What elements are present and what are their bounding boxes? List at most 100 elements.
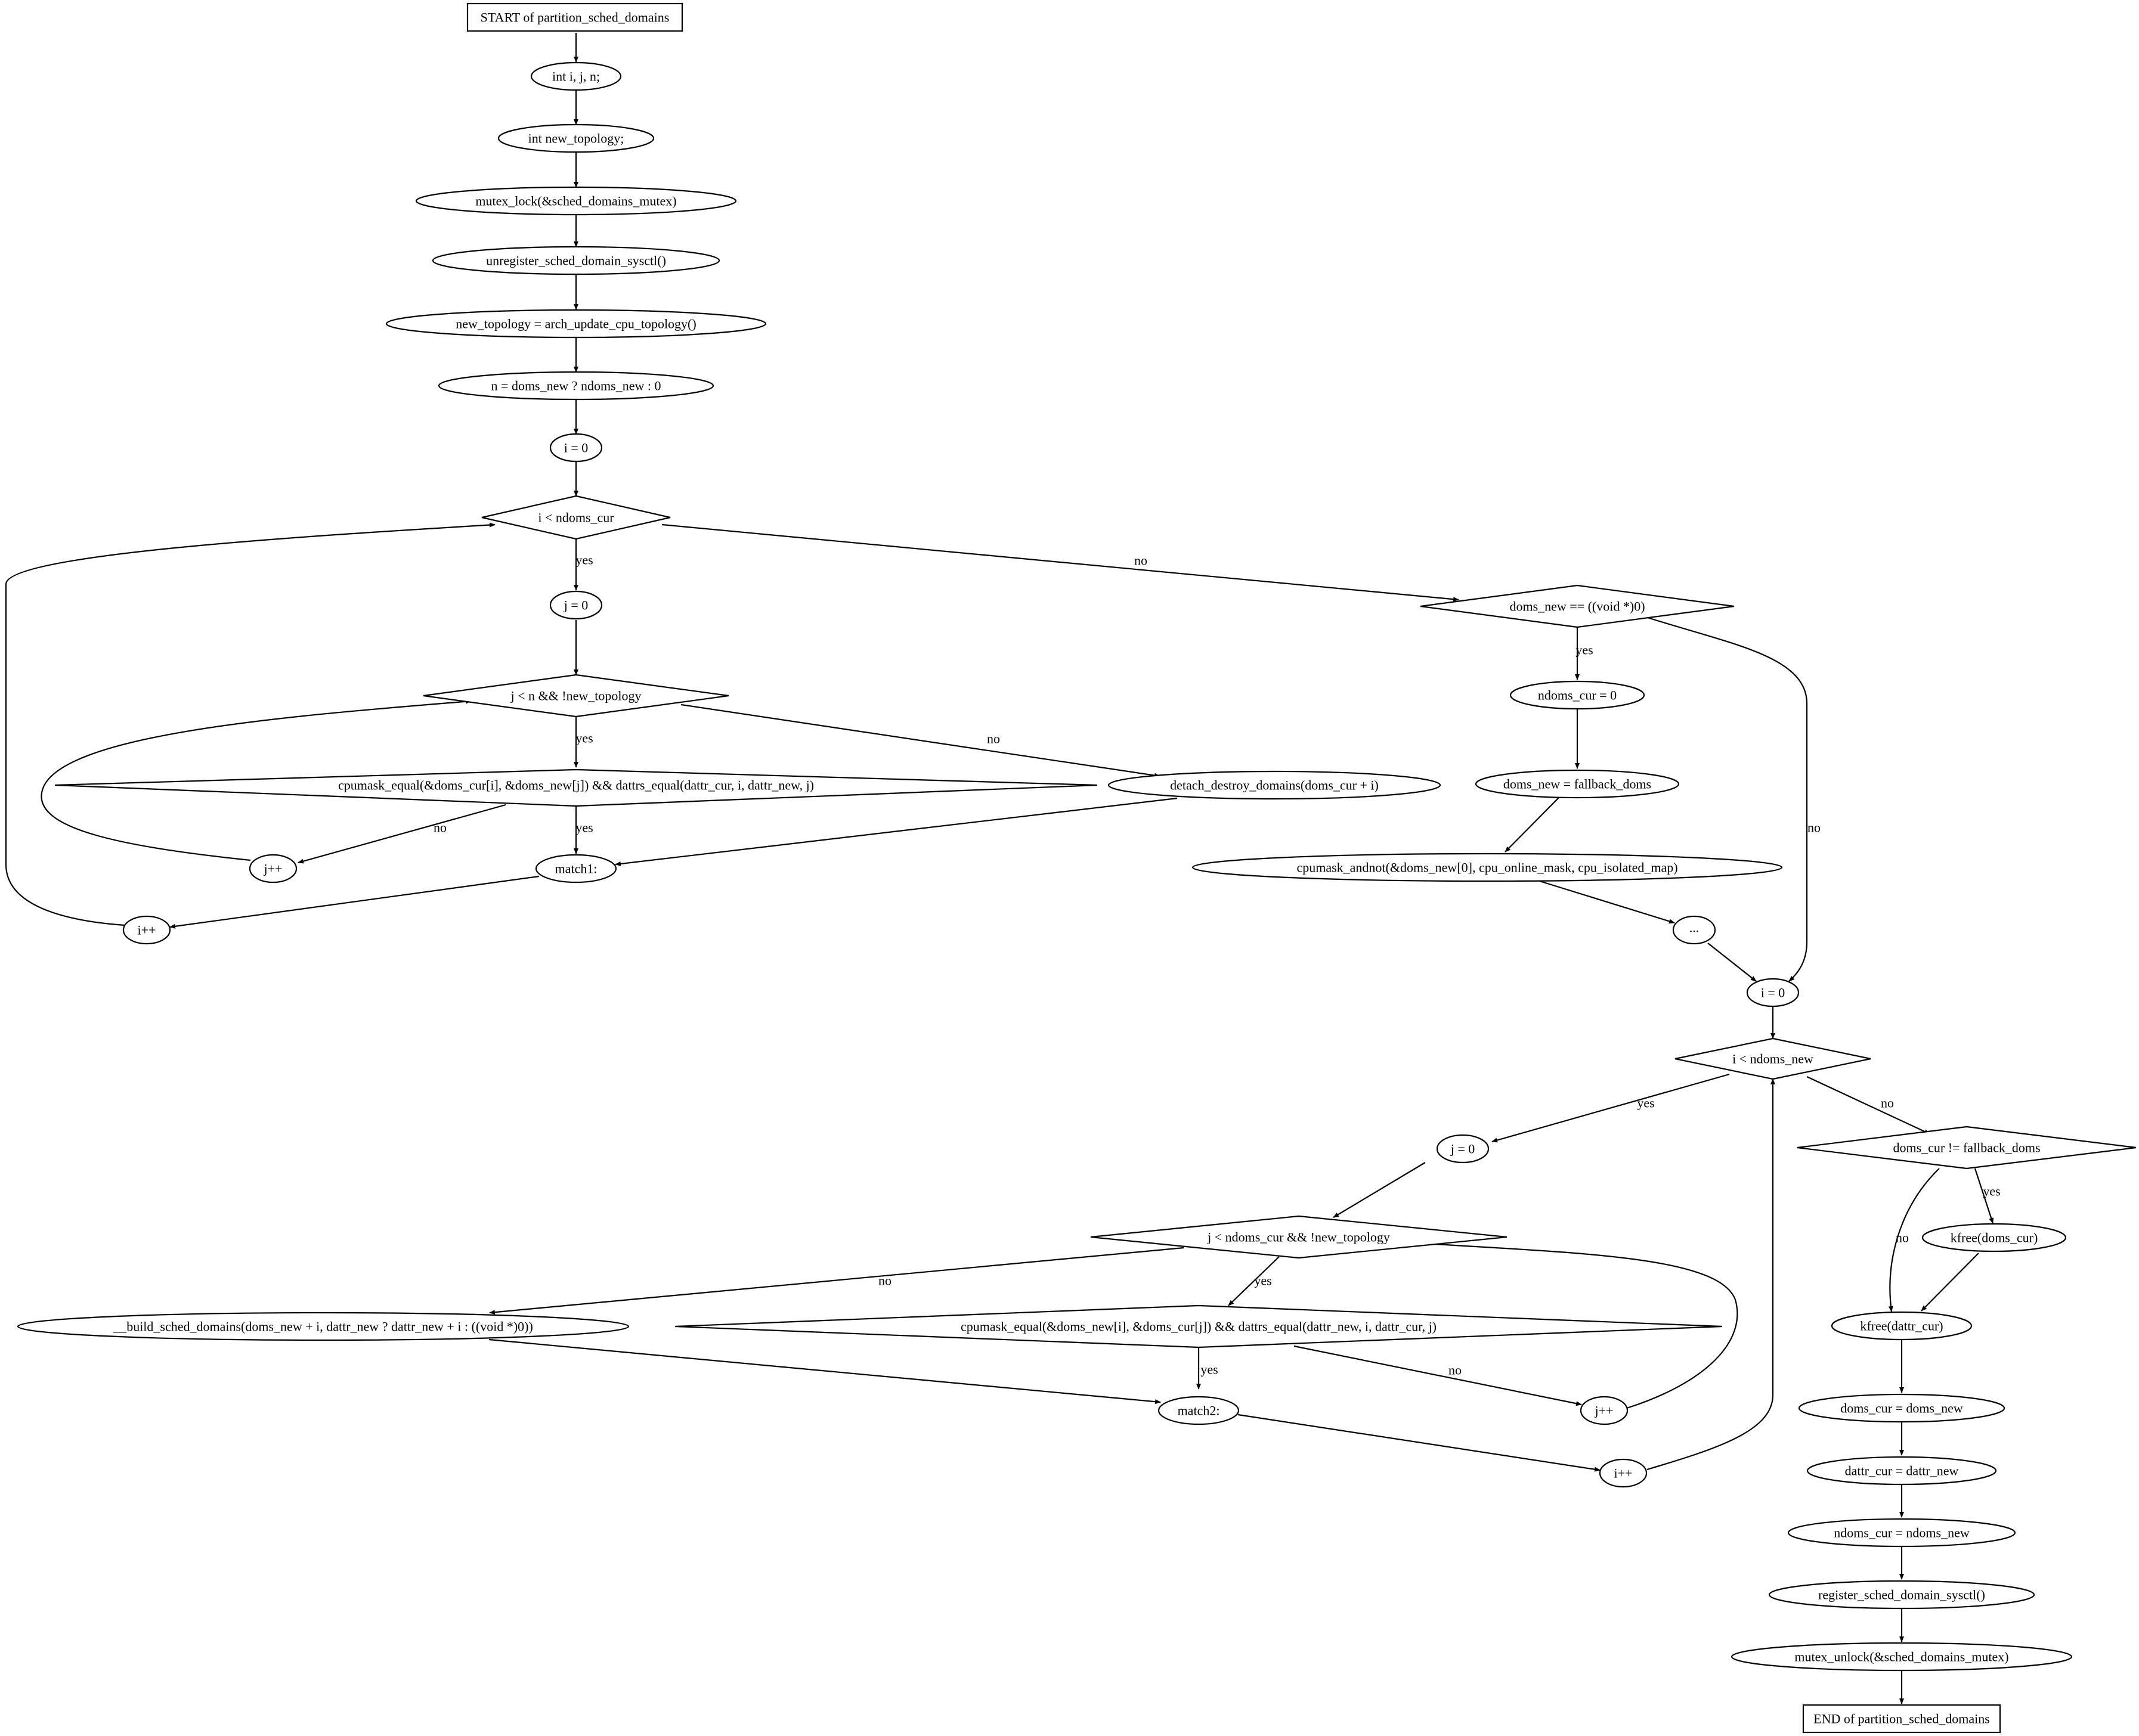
svg-text:i = 0: i = 0 bbox=[1761, 985, 1785, 1000]
edge-jppb-loop bbox=[1382, 1238, 1738, 1409]
node-cond-doms-null: doms_new == ((void *)0) bbox=[1420, 584, 1735, 628]
svg-text:int i, j, n;: int i, j, n; bbox=[552, 69, 600, 84]
edge-match1-to-ipp bbox=[169, 875, 540, 929]
edge-jpp-loop bbox=[41, 699, 472, 861]
node-decl-ijn: int i, j, n; bbox=[530, 61, 622, 91]
node-cond-eq1: cpumask_equal(&doms_cur[i], &doms_new[j]… bbox=[54, 768, 1098, 807]
edge-cond-jcur-yes bbox=[1228, 1256, 1280, 1306]
node-doms-cur-assign: doms_cur = doms_new bbox=[1798, 1393, 2005, 1423]
edge-labels: yes no yes no no yes yes no yes no yes n… bbox=[434, 553, 2001, 1378]
label-cond-eq2-no: no bbox=[1448, 1363, 1462, 1378]
svg-text:n = doms_new ? ndoms_new : 0: n = doms_new ? ndoms_new : 0 bbox=[491, 379, 661, 393]
svg-text:cpumask_equal(&doms_cur[i], &d: cpumask_equal(&doms_cur[i], &doms_new[j]… bbox=[338, 778, 814, 793]
label-cond-j-no: no bbox=[987, 731, 1000, 746]
svg-text:END of partition_sched_domains: END of partition_sched_domains bbox=[1813, 1712, 1990, 1726]
edge-cond-eq1-no bbox=[298, 804, 506, 864]
node-kfree-dattr: kfree(dattr_cur) bbox=[1831, 1311, 1973, 1341]
label-cond-eq2-yes: yes bbox=[1200, 1362, 1218, 1377]
edge-ellipsis-to-i0b bbox=[1707, 943, 1757, 982]
node-jpp-a: j++ bbox=[249, 854, 298, 884]
edge-cond-inew-no bbox=[1806, 1076, 1930, 1134]
node-cond-j-n: j < n && !new_topology bbox=[423, 674, 729, 718]
label-cond-i-yes: yes bbox=[575, 553, 593, 568]
node-mutex-unlock: mutex_unlock(&sched_domains_mutex) bbox=[1731, 1642, 2073, 1672]
label-cond-eq1-no: no bbox=[434, 820, 447, 835]
svg-text:i < ndoms_cur: i < ndoms_cur bbox=[538, 510, 614, 525]
svg-text:j < n && !new_topology: j < n && !new_topology bbox=[510, 689, 642, 703]
edge-cond-fb-yes bbox=[1974, 1168, 1994, 1224]
svg-text:dattr_cur = dattr_new: dattr_cur = dattr_new bbox=[1845, 1464, 1959, 1478]
node-mutex-lock: mutex_lock(&sched_domains_mutex) bbox=[415, 186, 737, 216]
svg-text:j = 0: j = 0 bbox=[1450, 1142, 1475, 1157]
svg-text:match2:: match2: bbox=[1178, 1403, 1220, 1418]
node-match1: match1: bbox=[535, 854, 617, 884]
label-cond-fb-yes: yes bbox=[1983, 1184, 2000, 1199]
label-cond-inew-yes: yes bbox=[1637, 1096, 1654, 1111]
node-i0-b: i = 0 bbox=[1746, 978, 1800, 1008]
svg-text:ndoms_cur = 0: ndoms_cur = 0 bbox=[1538, 688, 1617, 703]
node-ndoms-cur0: ndoms_cur = 0 bbox=[1509, 680, 1645, 710]
node-cond-j-ndoms-cur: j < ndoms_cur && !new_topology bbox=[1090, 1215, 1507, 1259]
svg-text:ndoms_cur = ndoms_new: ndoms_cur = ndoms_new bbox=[1834, 1526, 1970, 1540]
edge-fallback-to-andnot bbox=[1505, 797, 1559, 852]
edge-cond-i-no bbox=[661, 523, 1459, 602]
node-cond-eq2: cpumask_equal(&doms_new[i], &doms_cur[j]… bbox=[674, 1304, 1723, 1348]
node-cond-fallback: doms_cur != fallback_doms bbox=[1797, 1126, 2137, 1170]
svg-text:kfree(doms_cur): kfree(doms_cur) bbox=[1951, 1230, 2038, 1245]
edge-build-to-match2 bbox=[488, 1338, 1161, 1405]
node-n-assign: n = doms_new ? ndoms_new : 0 bbox=[438, 371, 714, 401]
svg-text:cpumask_equal(&doms_new[i], &d: cpumask_equal(&doms_new[i], &doms_cur[j]… bbox=[961, 1319, 1437, 1334]
label-cond-j-yes: yes bbox=[575, 731, 593, 746]
edges bbox=[5, 33, 1994, 1704]
svg-text:mutex_unlock(&sched_domains_mu: mutex_unlock(&sched_domains_mutex) bbox=[1794, 1650, 2008, 1664]
edge-cond-fb-no bbox=[1888, 1168, 1940, 1312]
node-ndoms-cur-assign: ndoms_cur = ndoms_new bbox=[1787, 1518, 2016, 1548]
node-andnot: cpumask_andnot(&doms_new[0], cpu_online_… bbox=[1191, 852, 1783, 882]
svg-text:doms_cur = doms_new: doms_cur = doms_new bbox=[1840, 1401, 1963, 1416]
edge-j0b-to-cond-jcur bbox=[1333, 1162, 1426, 1218]
svg-text:j++: j++ bbox=[1595, 1403, 1614, 1418]
node-cond-i-ndoms-new: i < ndoms_new bbox=[1674, 1037, 1871, 1080]
edge-cond-null-no bbox=[1645, 616, 1808, 982]
svg-text:j++: j++ bbox=[264, 861, 283, 876]
svg-text:doms_cur != fallback_doms: doms_cur != fallback_doms bbox=[1893, 1140, 2040, 1155]
node-match2: match2: bbox=[1157, 1396, 1240, 1425]
node-new-topology: new_topology = arch_update_cpu_topology(… bbox=[385, 309, 767, 339]
node-j0-b: j = 0 bbox=[1436, 1134, 1490, 1164]
edge-ippb-loop bbox=[1646, 1078, 1775, 1471]
node-fallback: doms_new = fallback_doms bbox=[1475, 769, 1680, 799]
svg-text:i = 0: i = 0 bbox=[564, 441, 589, 455]
node-ellipsis: ... bbox=[1672, 915, 1716, 945]
node-j0-a: j = 0 bbox=[549, 590, 603, 620]
node-kfree-doms: kfree(doms_cur) bbox=[1921, 1223, 2067, 1253]
svg-text:doms_new = fallback_doms: doms_new = fallback_doms bbox=[1503, 777, 1651, 792]
edge-cond-j-no bbox=[680, 703, 1160, 778]
label-cond-i-no: no bbox=[1134, 553, 1147, 568]
svg-text:int new_topology;: int new_topology; bbox=[528, 131, 624, 146]
svg-text:i++: i++ bbox=[1614, 1466, 1633, 1481]
svg-text:detach_destroy_domains(doms_cu: detach_destroy_domains(doms_cur + i) bbox=[1170, 778, 1379, 793]
node-ipp-a: i++ bbox=[122, 915, 171, 945]
svg-text:mutex_lock(&sched_domains_mute: mutex_lock(&sched_domains_mutex) bbox=[475, 194, 676, 209]
svg-text:kfree(dattr_cur): kfree(dattr_cur) bbox=[1860, 1319, 1943, 1334]
node-detach: detach_destroy_domains(doms_cur + i) bbox=[1107, 770, 1441, 800]
label-cond-jcur-no: no bbox=[878, 1273, 891, 1288]
node-build-sched: __build_sched_domains(doms_new + i, datt… bbox=[17, 1312, 630, 1341]
svg-text:__build_sched_domains(doms_new: __build_sched_domains(doms_new + i, datt… bbox=[113, 1319, 533, 1334]
label-cond-fb-no: no bbox=[1896, 1230, 1909, 1245]
nodes: START of partition_sched_domains int i, … bbox=[17, 2, 2137, 1734]
label-cond-null-no: no bbox=[1807, 820, 1821, 835]
node-start: START of partition_sched_domains bbox=[466, 2, 683, 32]
label-cond-inew-no: no bbox=[1881, 1096, 1894, 1111]
svg-text:new_topology = arch_update_cpu: new_topology = arch_update_cpu_topology(… bbox=[456, 317, 696, 331]
edge-match2-to-ippb bbox=[1237, 1413, 1601, 1472]
node-unregister: unregister_sched_domain_sysctl() bbox=[432, 246, 720, 275]
edge-cond-inew-yes bbox=[1491, 1073, 1730, 1143]
label-cond-jcur-yes: yes bbox=[1254, 1273, 1271, 1288]
edge-andnot-to-ellipsis bbox=[1539, 880, 1675, 924]
node-jpp-b: j++ bbox=[1580, 1396, 1629, 1425]
svg-text:doms_new == ((void *)0): doms_new == ((void *)0) bbox=[1509, 599, 1645, 614]
svg-text:i < ndoms_new: i < ndoms_new bbox=[1732, 1052, 1813, 1067]
svg-text:register_sched_domain_sysctl(): register_sched_domain_sysctl() bbox=[1818, 1588, 1985, 1602]
